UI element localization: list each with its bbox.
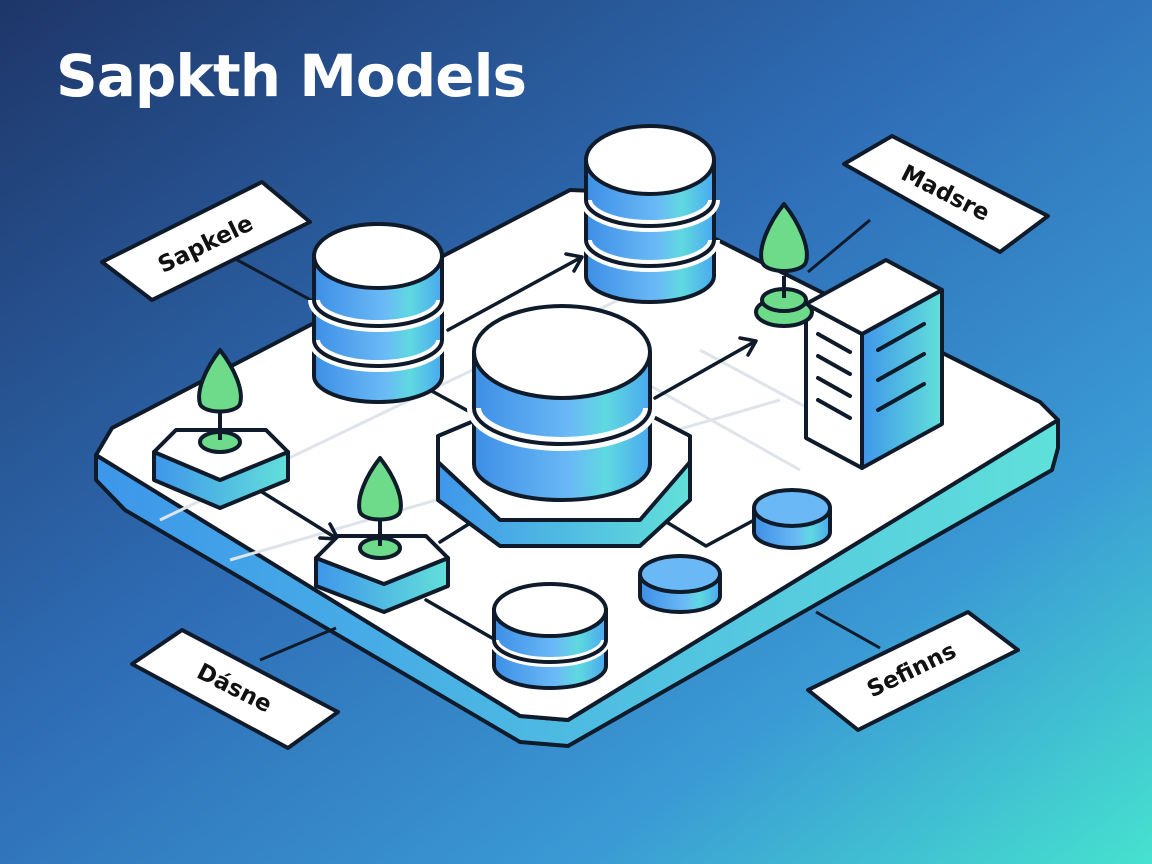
tree-node-right (754, 202, 814, 328)
small-disc-right (752, 488, 832, 550)
database-cylinder-left (308, 222, 448, 404)
database-cylinder-bottom (489, 582, 611, 690)
tree-node-left (152, 348, 290, 510)
label-card-bottom-left: Dásne (130, 628, 340, 750)
label-connectors (229, 218, 881, 662)
database-cylinder-top (580, 124, 720, 304)
tree-node-center (314, 456, 450, 614)
diagram-title: Sapkth Models (56, 42, 527, 110)
central-database (436, 304, 692, 548)
server-building (804, 258, 944, 470)
small-disc-center (638, 554, 722, 614)
